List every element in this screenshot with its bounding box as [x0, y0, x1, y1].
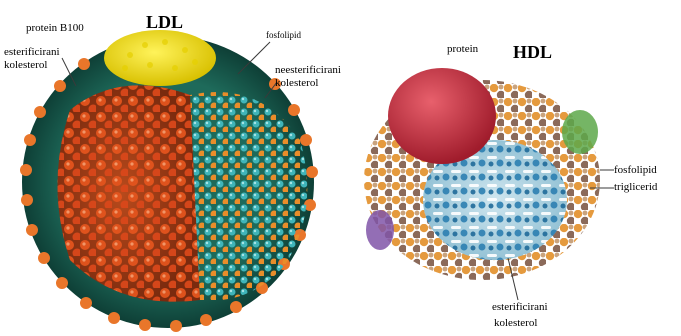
- hdl-particle: [364, 68, 614, 300]
- hdl-title: HDL: [513, 42, 552, 62]
- ldl-protein-b100: [104, 30, 216, 86]
- ldl-nonesterified-label-1: neesterificirani: [275, 64, 341, 77]
- hdl-esterified-label-1: esterificirani: [492, 301, 548, 314]
- ldl-nonesterified-label-2: kolesterol: [275, 77, 318, 90]
- hdl-esterified-label-2: kolesterol: [494, 317, 537, 330]
- ldl-phospholipid-label: fosfolipid: [266, 30, 301, 41]
- hdl-green-protein: [562, 110, 598, 154]
- hdl-phospholipid-label: fosfolipid: [614, 164, 657, 177]
- ldl-protein-label: protein B100: [26, 22, 84, 35]
- hdl-triglyceride-label: triglicerid: [614, 181, 657, 194]
- ldl-particle: [20, 30, 318, 332]
- ldl-esterified-label-2: kolesterol: [4, 59, 47, 72]
- ldl-title: LDL: [146, 12, 183, 32]
- hdl-protein-label: protein: [447, 43, 478, 56]
- ldl-esterified-label-1: esterificirani: [4, 46, 60, 59]
- hdl-protein: [388, 68, 496, 164]
- hdl-purple-protein: [366, 210, 394, 250]
